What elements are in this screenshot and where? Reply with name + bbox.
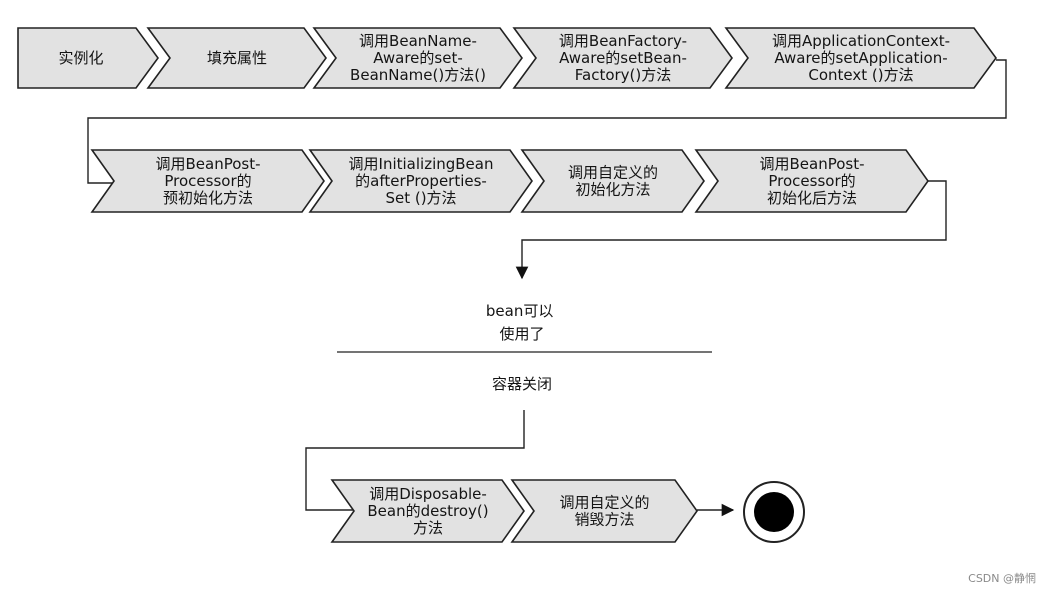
step-shape [312, 27, 523, 89]
step-label-line: 调用InitializingBean [349, 155, 494, 173]
step-label: 调用BeanPost-Processor的预初始化方法 [155, 155, 260, 207]
container-closed-text: 容器关闭 [492, 375, 552, 393]
step-post-process-before-init: 调用BeanPost-Processor的预初始化方法 [90, 149, 325, 213]
watermark-text: CSDN @静惘 [968, 571, 1036, 585]
step-label: 调用Disposable-Bean的destroy()方法 [367, 485, 488, 537]
step-instantiate: 实例化 [17, 27, 159, 89]
step-label: 调用BeanFactory-Aware的setBean-Factory()方法 [559, 32, 687, 84]
step-label-line: Aware的set- [373, 49, 463, 67]
step-label: 实例化 [58, 49, 103, 67]
step-post-process-after-init: 调用BeanPost-Processor的初始化后方法 [694, 149, 929, 213]
step-shape [512, 27, 733, 89]
step-label-line: 填充属性 [207, 49, 267, 67]
step-shape [17, 27, 159, 89]
step-label-line: 初始化方法 [575, 181, 650, 199]
step-shape [510, 479, 698, 543]
step-set-bean-name: 调用BeanName-Aware的set-BeanName()方法() [312, 27, 523, 89]
connector-row1-to-row2 [87, 59, 1007, 184]
step-label-line: 调用BeanName- [359, 32, 477, 50]
step-custom-destroy: 调用自定义的销毁方法 [510, 479, 698, 543]
step-label-line: Bean的destroy() [367, 502, 488, 520]
step-label: 调用自定义的初始化方法 [568, 164, 658, 199]
step-shape [146, 27, 327, 89]
step-label: 调用ApplicationContext-Aware的setApplicatio… [772, 32, 950, 84]
step-shape [90, 149, 325, 213]
step-label-line: Aware的setApplication- [774, 49, 947, 67]
step-label-line: 销毁方法 [574, 511, 634, 529]
step-label-line: Set ()方法 [385, 189, 456, 207]
step-label-line: 调用BeanFactory- [559, 32, 687, 50]
step-label-line: Aware的setBean- [559, 49, 687, 67]
step-custom-init: 调用自定义的初始化方法 [520, 149, 705, 213]
step-shape [520, 149, 705, 213]
connector-closed-to-destroy [305, 410, 525, 511]
end-state-icon [754, 492, 794, 532]
step-shape [330, 479, 525, 543]
step-label-line: Factory()方法 [575, 66, 672, 84]
step-label-line: 初始化后方法 [767, 189, 857, 207]
step-label-line: Processor的 [164, 172, 251, 190]
step-shape [694, 149, 929, 213]
step-label-line: Context ()方法 [808, 66, 913, 84]
step-label-line: 调用BeanPost- [155, 155, 260, 173]
step-set-application-context: 调用ApplicationContext-Aware的setApplicatio… [724, 27, 997, 89]
step-populate-properties: 填充属性 [146, 27, 327, 89]
step-label-line: 调用ApplicationContext- [772, 32, 950, 50]
step-disposable-destroy: 调用Disposable-Bean的destroy()方法 [330, 479, 525, 543]
step-label-line: 调用Disposable- [369, 485, 487, 503]
step-label-line: 方法 [413, 519, 443, 537]
step-label-line: 预初始化方法 [163, 189, 253, 207]
step-label-line: 调用BeanPost- [759, 155, 864, 173]
bean-ready-text: bean可以 使用了 [486, 302, 558, 343]
step-label-line: 调用自定义的 [568, 164, 658, 182]
step-label-line: Processor的 [768, 172, 855, 190]
step-label-line: 实例化 [58, 49, 103, 67]
step-label-line: BeanName()方法() [350, 66, 486, 84]
step-label: 填充属性 [207, 49, 267, 67]
step-label-line: 调用自定义的 [559, 494, 649, 512]
step-label: 调用BeanPost-Processor的初始化后方法 [759, 155, 864, 207]
step-shape [724, 27, 997, 89]
step-set-bean-factory: 调用BeanFactory-Aware的setBean-Factory()方法 [512, 27, 733, 89]
step-shape [308, 149, 533, 213]
step-label: 调用BeanName-Aware的set-BeanName()方法() [350, 32, 486, 84]
step-label-line: 的afterProperties- [355, 172, 487, 190]
connector-row2-to-ready [515, 180, 947, 280]
step-label: 调用自定义的销毁方法 [559, 494, 649, 529]
